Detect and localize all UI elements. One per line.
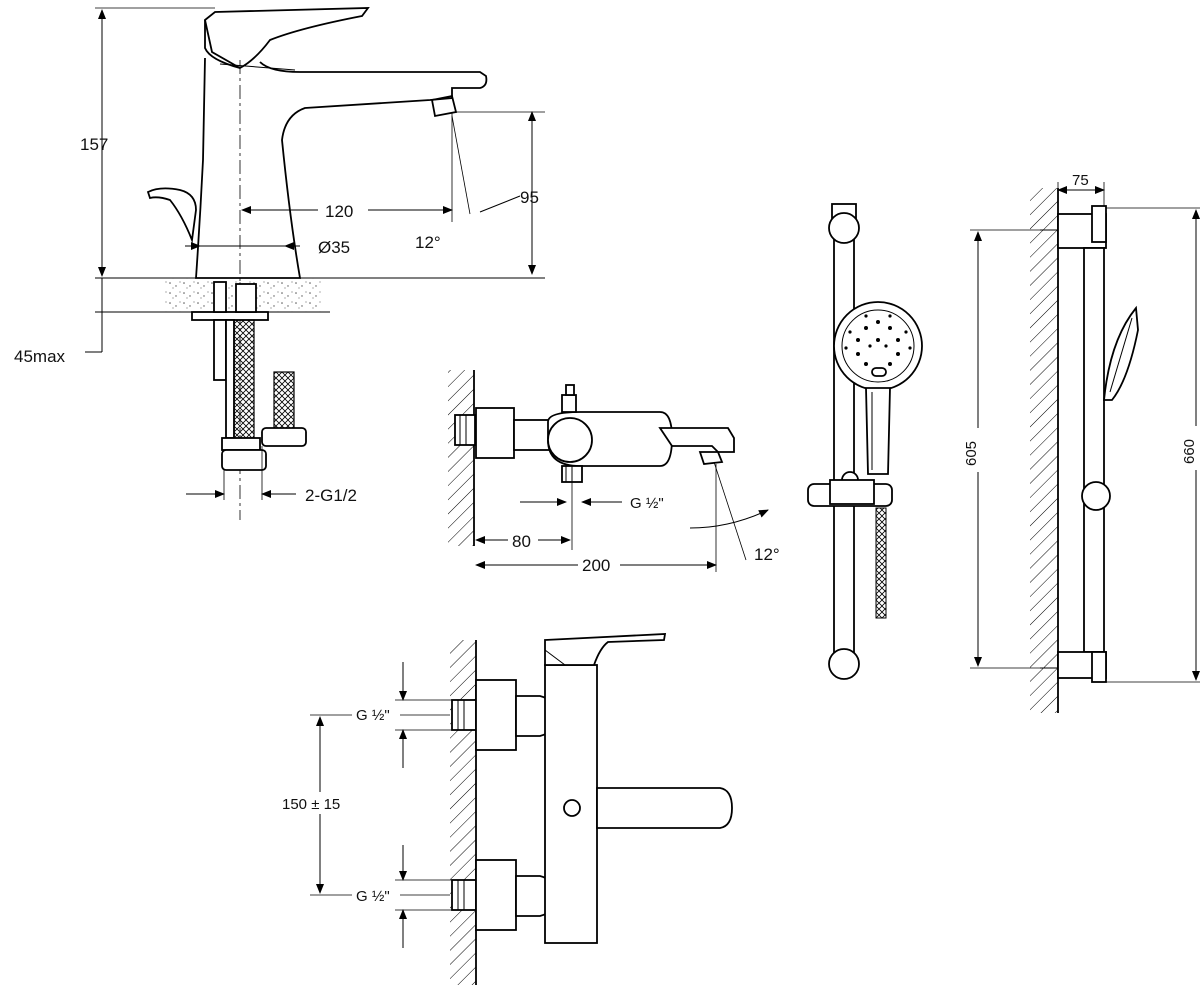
dim-bath-spout-angle: 12° bbox=[754, 545, 780, 564]
popup-lever bbox=[146, 187, 197, 244]
bath-mixer-front-view: G ½" G ½" 150 ± 15 bbox=[276, 633, 733, 985]
dim-spout-reach: 120 bbox=[325, 202, 353, 221]
dim-bath-inlet-thread: G ½" bbox=[630, 495, 664, 512]
dim-bath-offset: 80 bbox=[512, 532, 531, 551]
dim-front-inlet-bottom: G ½" bbox=[356, 888, 390, 905]
basin-mixer-body bbox=[195, 57, 488, 279]
dim-body-diameter: Ø35 bbox=[318, 238, 350, 257]
dim-front-inlet-top: G ½" bbox=[356, 707, 390, 724]
dim-basin-height: 157 bbox=[80, 135, 108, 154]
dim-deck-thickness: 45max bbox=[14, 347, 66, 366]
dim-bath-reach: 200 bbox=[582, 556, 610, 575]
spray-nozzles bbox=[844, 314, 912, 366]
shower-rail-front-view bbox=[807, 203, 923, 680]
dim-rail-fixing-distance: 605 bbox=[963, 441, 980, 466]
dim-spout-clearance: 95 bbox=[520, 188, 539, 207]
dim-basin-spout-angle: 12° bbox=[415, 233, 441, 252]
shower-rail-side-view: 75 605 660 bbox=[960, 172, 1200, 713]
slide-rail bbox=[833, 229, 855, 671]
dim-basin-inlets: 2-G1/2 bbox=[305, 486, 357, 505]
dim-inlet-spacing: 150 ± 15 bbox=[282, 796, 340, 813]
basin-mixer-view: 157 45max 95 120 12° Ø35 2-G1/2 bbox=[14, 7, 545, 520]
dim-rail-total-length: 660 bbox=[1181, 439, 1198, 464]
bath-mixer-side-view: G ½" 80 200 12° bbox=[448, 370, 780, 575]
basin-mixer-lever bbox=[204, 7, 370, 70]
dim-rail-top-width: 75 bbox=[1072, 172, 1089, 189]
